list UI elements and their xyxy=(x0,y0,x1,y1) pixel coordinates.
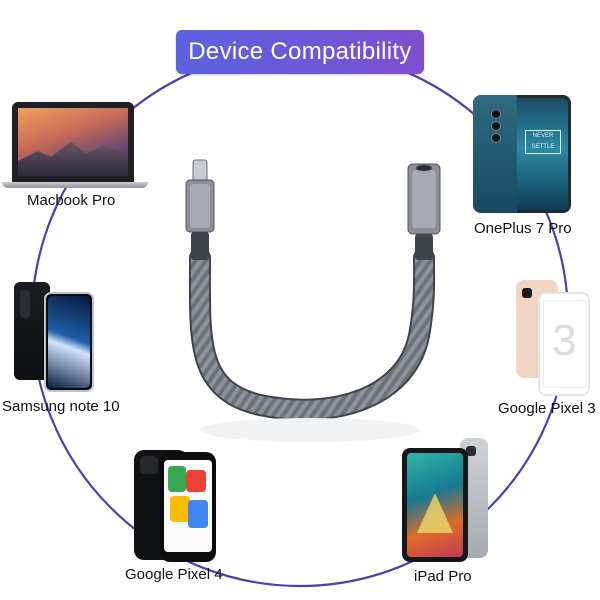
camera-icon xyxy=(491,109,501,119)
pixel-4-device xyxy=(160,452,216,562)
camera-icon xyxy=(522,288,532,298)
headphone-jack-icon xyxy=(407,163,441,260)
device-label-pixel4: Google Pixel 4 xyxy=(125,566,223,583)
device-label-pixel3: Google Pixel 3 xyxy=(498,400,596,417)
camera-icon xyxy=(20,290,30,318)
pixel-graphic-yellow xyxy=(170,496,190,522)
pixel-3-device: 3 xyxy=(538,292,590,396)
device-label-samsung: Samsung note 10 xyxy=(2,398,120,415)
mountain-image xyxy=(18,141,128,176)
device-label-ipad: iPad Pro xyxy=(414,568,472,585)
device-label-macbook: Macbook Pro xyxy=(27,192,116,209)
camera-icon xyxy=(491,121,501,131)
device-label-oneplus: OnePlus 7 Pro xyxy=(474,220,572,237)
usb-c-icon xyxy=(185,159,215,260)
ipad-pro-device xyxy=(402,448,468,562)
wallpaper-shape xyxy=(417,493,453,533)
never-settle-text: NEVER SETTLE xyxy=(525,130,561,154)
phone-screen xyxy=(48,296,90,388)
phone-back-panel xyxy=(473,95,517,213)
laptop-base xyxy=(2,182,148,188)
pixel-graphic-green xyxy=(168,466,186,492)
camera-icon xyxy=(140,456,158,474)
pixel-graphic-red xyxy=(186,470,206,492)
samsung-note-10-device xyxy=(44,292,94,392)
camera-icon xyxy=(491,133,501,143)
tablet-screen xyxy=(407,453,463,557)
pixel-graphic-blue xyxy=(188,500,208,528)
phone-screen: NEVER SETTLE xyxy=(517,98,568,210)
page-title: Device Compatibility xyxy=(176,30,424,74)
phone-screen: 3 xyxy=(543,300,587,388)
camera-icon xyxy=(466,446,476,456)
phone-screen xyxy=(164,460,212,552)
oneplus-7-pro-device: NEVER SETTLE xyxy=(473,95,571,213)
laptop-wallpaper xyxy=(18,108,128,176)
laptop-icon xyxy=(12,102,134,182)
pixel-3-graphic: 3 xyxy=(552,316,577,365)
